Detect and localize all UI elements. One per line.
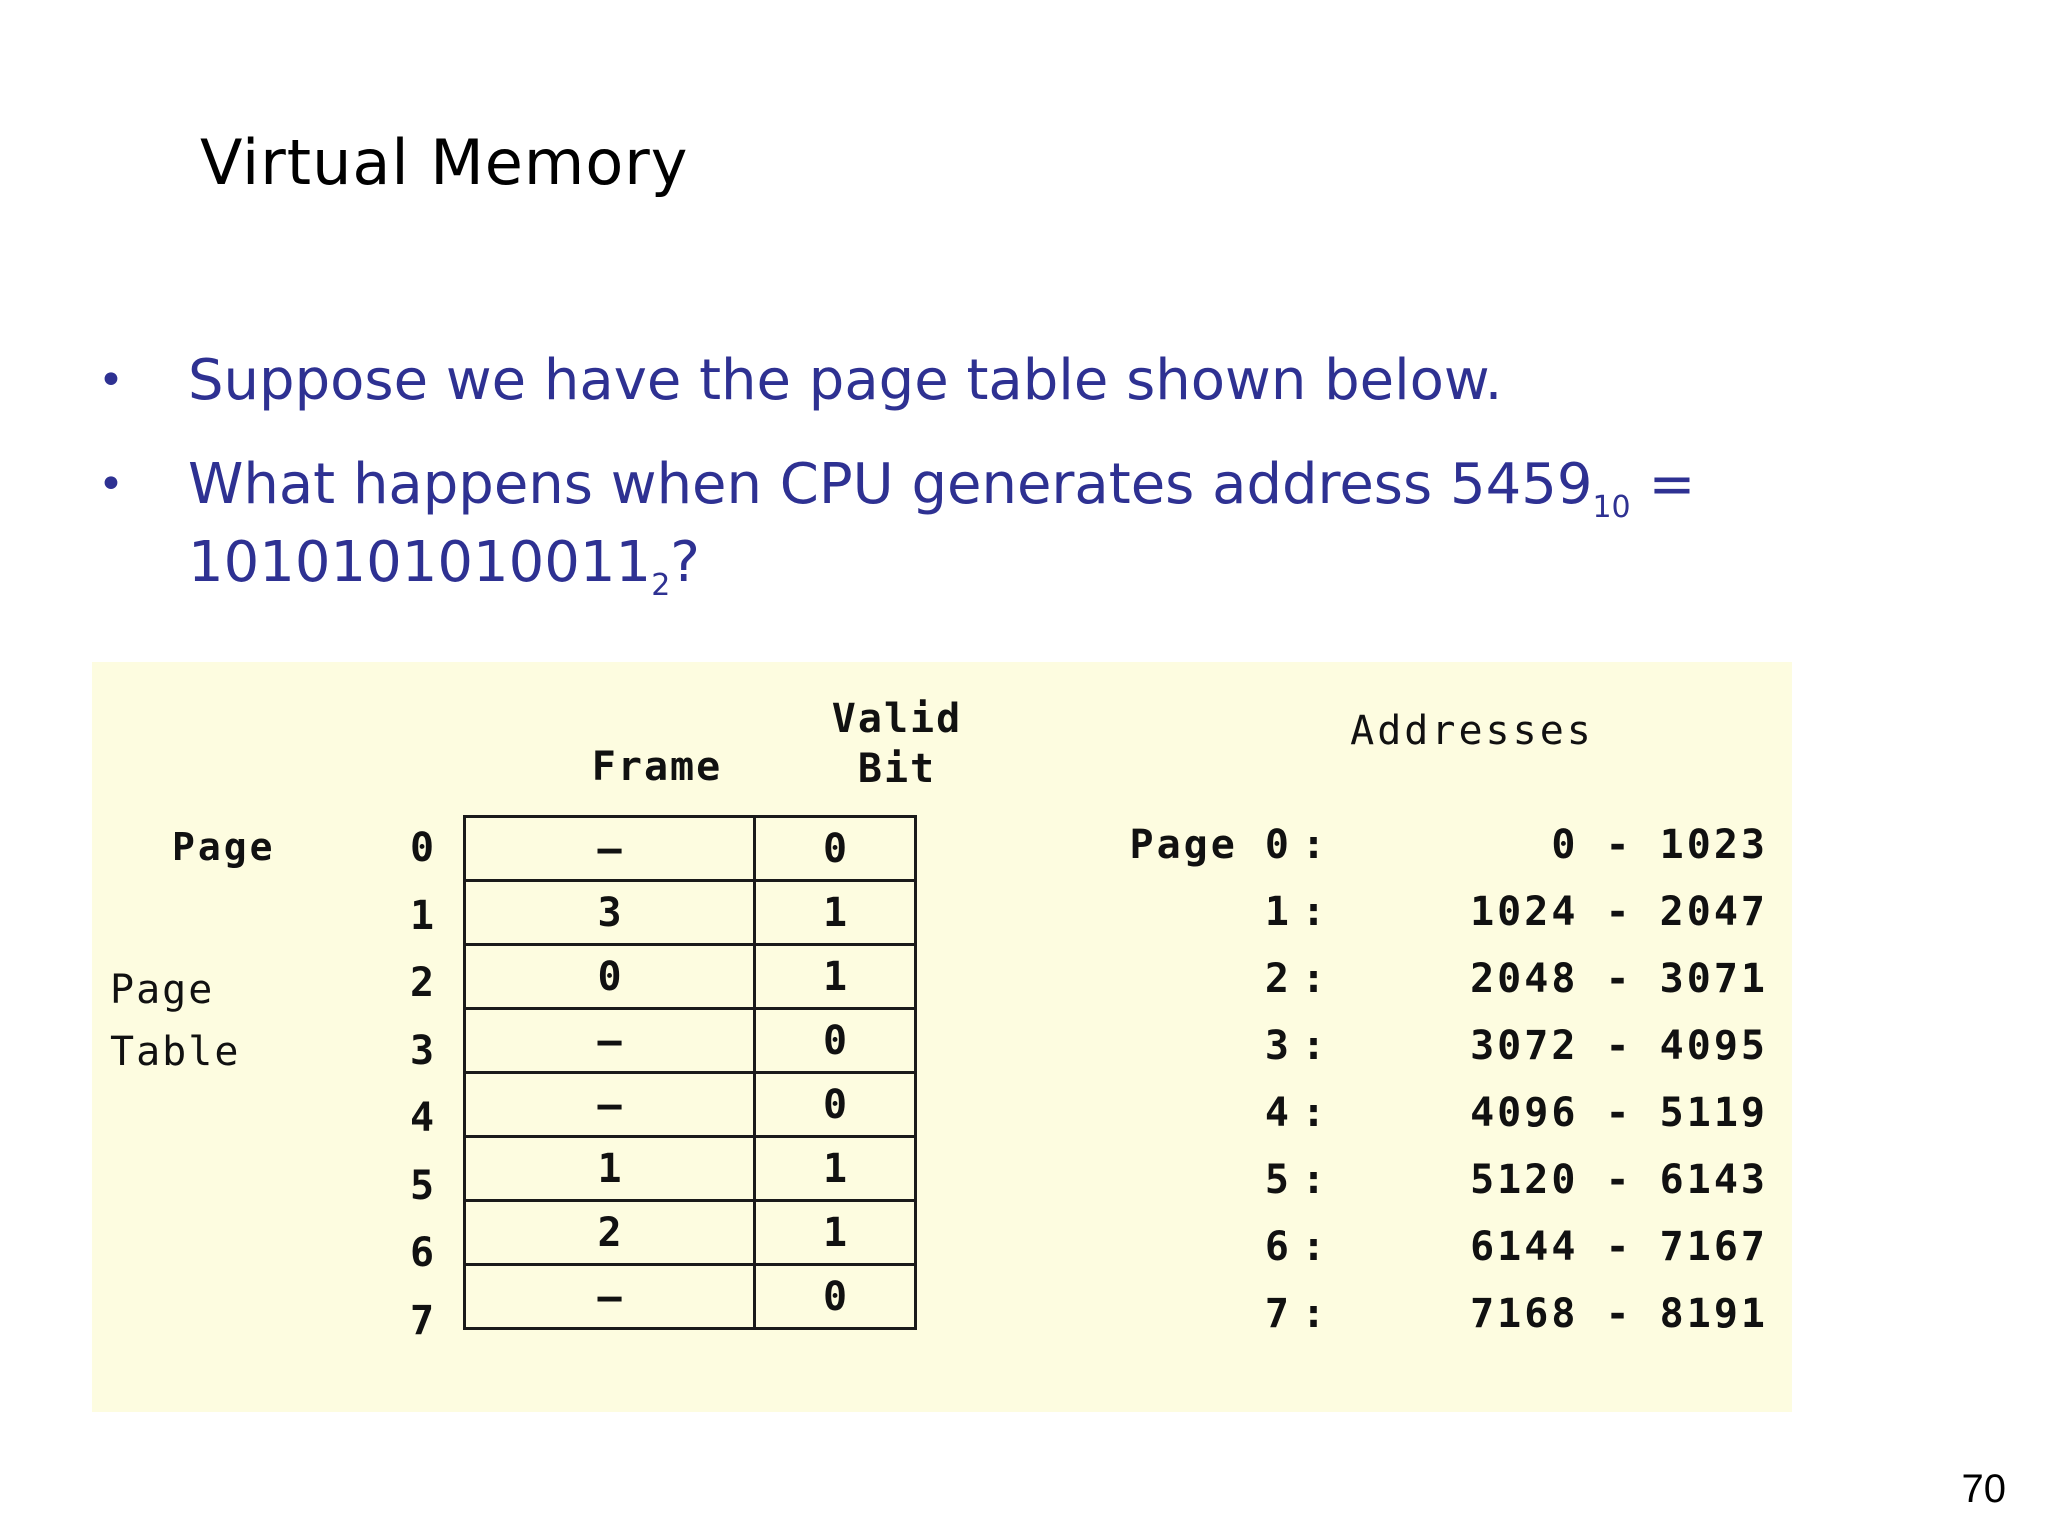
address-page-label: 4 xyxy=(1264,1090,1292,1136)
page-table-figure: Frame Valid Bit Addresses Page Page Tabl… xyxy=(92,662,1792,1412)
page-index: 0 xyxy=(409,825,435,871)
valid-bit-value: 0 xyxy=(753,1263,917,1330)
frame-value: – xyxy=(463,1071,756,1138)
table-row: 1 1 xyxy=(463,1135,917,1202)
address-page-label: Page 0 xyxy=(1129,822,1292,868)
page-index: 2 xyxy=(409,960,435,1006)
page-index-column: 0 1 2 3 4 5 6 7 xyxy=(392,815,452,1355)
valid-bit-header-line2: Bit xyxy=(857,746,937,792)
bullet-item-2: • What happens when CPU generates addres… xyxy=(98,446,1978,602)
address-range: 4096 - 5119 xyxy=(1470,1090,1768,1136)
address-page-label: 7 xyxy=(1264,1291,1292,1337)
address-row: 1: 1024 - 2047 xyxy=(1092,879,1768,946)
address-separator: : xyxy=(1301,822,1329,868)
bullet-text-2-part1: What happens when CPU generates address … xyxy=(188,452,1593,517)
address-page-label: 1 xyxy=(1264,889,1292,935)
address-row: 2: 2048 - 3071 xyxy=(1092,946,1768,1013)
valid-bit-column-header: Valid Bit xyxy=(752,694,1042,794)
table-row: – 0 xyxy=(463,1007,917,1074)
address-separator: : xyxy=(1301,1023,1329,1069)
valid-bit-value: 0 xyxy=(753,815,917,882)
address-separator: : xyxy=(1301,1157,1329,1203)
page-index: 4 xyxy=(409,1095,435,1141)
address-range: 0 - 1023 xyxy=(1551,822,1768,868)
address-row: 3: 3072 - 4095 xyxy=(1092,1013,1768,1080)
address-separator: : xyxy=(1301,1291,1329,1337)
address-page-label: 5 xyxy=(1264,1157,1292,1203)
address-range: 1024 - 2047 xyxy=(1470,889,1768,935)
address-row: 4: 4096 - 5119 xyxy=(1092,1080,1768,1147)
bullet-text-2-part2: = 1010101010011 xyxy=(188,452,1696,595)
frame-value: 0 xyxy=(463,943,756,1010)
page-row-label-prefix: Page xyxy=(172,825,276,869)
address-row: 5: 5120 - 6143 xyxy=(1092,1147,1768,1214)
frame-value: – xyxy=(463,1263,756,1330)
address-range: 6144 - 7167 xyxy=(1470,1224,1768,1270)
slide-number: 70 xyxy=(1961,1467,2007,1511)
page-index: 6 xyxy=(409,1230,435,1276)
page-title: Virtual Memory xyxy=(200,126,689,199)
address-row: Page 0: 0 - 1023 xyxy=(1092,812,1768,879)
page-table-grid: – 0 3 1 0 1 – 0 – 0 1 1 xyxy=(463,815,917,1330)
address-page-label: 6 xyxy=(1264,1224,1292,1270)
valid-bit-value: 1 xyxy=(753,943,917,1010)
bullet-marker-icon: • xyxy=(98,459,124,510)
address-range: 2048 - 3071 xyxy=(1470,956,1768,1002)
address-page-label: 2 xyxy=(1264,956,1292,1002)
table-row: 2 1 xyxy=(463,1199,917,1266)
addresses-column-header: Addresses xyxy=(1350,708,1594,754)
frame-value: 3 xyxy=(463,879,756,946)
address-separator: : xyxy=(1301,889,1329,935)
page-table-caption: Page Table xyxy=(110,967,241,1075)
address-separator: : xyxy=(1301,1224,1329,1270)
address-page-label: 3 xyxy=(1264,1023,1292,1069)
page-index: 3 xyxy=(409,1027,435,1074)
bullet-item-1: • Suppose we have the page table shown b… xyxy=(98,342,1978,420)
table-row: – 0 xyxy=(463,1263,917,1330)
address-range: 5120 - 6143 xyxy=(1470,1157,1768,1203)
bullet-text-2: What happens when CPU generates address … xyxy=(98,446,1978,602)
bullet-text-1: Suppose we have the page table shown bel… xyxy=(188,348,1503,413)
valid-bit-value: 1 xyxy=(753,1199,917,1266)
address-separator: : xyxy=(1301,1090,1329,1136)
bullet-text-2-subscript-2: 2 xyxy=(651,568,671,603)
table-row: 3 1 xyxy=(463,879,917,946)
page-index: 5 xyxy=(409,1162,435,1209)
valid-bit-header-line1: Valid xyxy=(831,696,963,742)
table-row: – 0 xyxy=(463,815,917,882)
address-row: 7: 7168 - 8191 xyxy=(1092,1281,1768,1348)
valid-bit-value: 1 xyxy=(753,1135,917,1202)
address-row: 6: 6144 - 7167 xyxy=(1092,1214,1768,1281)
frame-value: 2 xyxy=(463,1199,756,1266)
frame-value: – xyxy=(463,815,756,882)
bullet-text-2-subscript-10: 10 xyxy=(1592,490,1631,525)
frame-value: – xyxy=(463,1007,756,1074)
valid-bit-value: 0 xyxy=(753,1071,917,1138)
frame-column-header: Frame xyxy=(591,744,723,790)
address-range: 3072 - 4095 xyxy=(1470,1023,1768,1069)
page-index: 1 xyxy=(409,892,435,939)
frame-value: 1 xyxy=(463,1135,756,1202)
addresses-list: Page 0: 0 - 1023 1: 1024 - 2047 2: 2048 - 3… xyxy=(1092,812,1768,1348)
valid-bit-value: 1 xyxy=(753,879,917,946)
address-separator: : xyxy=(1301,956,1329,1002)
valid-bit-value: 0 xyxy=(753,1007,917,1074)
bullet-list: • Suppose we have the page table shown b… xyxy=(98,342,1978,602)
table-row: – 0 xyxy=(463,1071,917,1138)
table-row: 0 1 xyxy=(463,943,917,1010)
bullet-text-2-part3: ? xyxy=(670,530,701,595)
page-index: 7 xyxy=(409,1297,435,1344)
address-range: 7168 - 8191 xyxy=(1470,1291,1768,1337)
bullet-marker-icon: • xyxy=(98,355,124,406)
